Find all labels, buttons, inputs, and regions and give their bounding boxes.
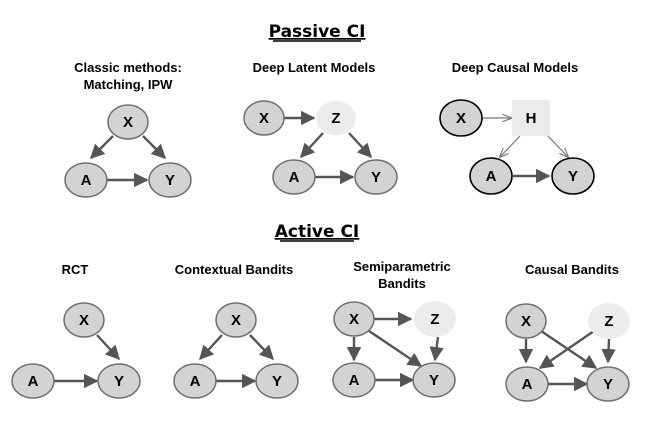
node-x: X: [243, 100, 285, 136]
node-a-label: A: [349, 372, 360, 389]
node-z-latent: Z: [414, 301, 456, 337]
node-y-label: Y: [603, 376, 613, 393]
node-x-label: X: [521, 313, 531, 330]
node-a: A: [505, 366, 549, 402]
panel-title-contextual: Contextual Bandits: [175, 262, 293, 277]
section-title-active: Active CI: [275, 222, 360, 242]
edge-h-a: [500, 135, 521, 157]
node-x: X: [439, 99, 483, 137]
node-a-label: A: [522, 376, 533, 393]
node-h-label: H: [526, 110, 537, 127]
panel-contextual-bandits: Contextual Bandits X A Y: [173, 262, 299, 399]
node-y-label: Y: [568, 168, 578, 185]
panel-title-rct: RCT: [62, 262, 89, 277]
node-x-label: X: [259, 110, 269, 127]
node-x: X: [107, 104, 149, 140]
node-z-label: Z: [430, 311, 439, 328]
node-y: Y: [551, 157, 595, 195]
node-x-label: X: [79, 312, 89, 329]
node-a: A: [64, 162, 108, 198]
node-y: Y: [255, 363, 299, 399]
panel-semiparametric-bandits: Semiparametric Bandits X Z A Y: [332, 259, 456, 398]
panel-title-semiparametric-line2: Bandits: [378, 276, 426, 291]
node-a: A: [332, 362, 376, 398]
panel-title-classic-line1: Classic methods:: [74, 60, 182, 75]
node-h-hidden: H: [512, 100, 550, 136]
edge-x-y: [249, 334, 274, 361]
node-z-label: Z: [331, 110, 340, 127]
node-y-label: Y: [114, 373, 124, 390]
panel-title-deep-latent: Deep Latent Models: [253, 60, 376, 75]
edge-z-y: [348, 132, 372, 159]
panel-title-deep-causal: Deep Causal Models: [452, 60, 578, 75]
node-x: X: [215, 302, 257, 338]
node-z-latent: Z: [588, 303, 630, 339]
node-y: Y: [97, 363, 141, 399]
edge-z-a: [538, 330, 595, 369]
panel-deep-latent-models: Deep Latent Models X Z A Y: [243, 60, 398, 195]
node-x: X: [333, 301, 375, 337]
node-x-label: X: [231, 312, 241, 329]
panel-causal-bandits: Causal Bandits X Z A Y: [505, 262, 630, 402]
section-title-passive: Passive CI: [269, 22, 366, 42]
edge-x-a: [89, 135, 114, 160]
node-a: A: [173, 363, 217, 399]
node-y-label: Y: [371, 169, 381, 186]
node-a: A: [469, 157, 513, 195]
node-z-latent: Z: [316, 101, 356, 135]
node-y: Y: [412, 362, 456, 398]
node-a-label: A: [28, 373, 39, 390]
node-y-label: Y: [429, 372, 439, 389]
node-y-label: Y: [272, 373, 282, 390]
node-y-label: Y: [165, 172, 175, 189]
node-x-label: X: [456, 110, 466, 127]
node-y: Y: [354, 159, 398, 195]
edge-x-y: [96, 334, 120, 361]
node-y: Y: [148, 162, 192, 198]
node-a-label: A: [289, 169, 300, 186]
node-a-label: A: [81, 172, 92, 189]
edge-x-a: [199, 334, 223, 361]
edge-h-y: [547, 135, 568, 157]
edge-z-a: [300, 132, 324, 159]
edge-x-y: [368, 330, 423, 367]
edge-z-y: [429, 336, 444, 362]
node-x-label: X: [123, 114, 133, 131]
panel-classic-methods: Classic methods: Matching, IPW X A Y: [64, 60, 192, 198]
panel-title-semiparametric-line1: Semiparametric: [353, 259, 451, 274]
panel-title-classic-line2: Matching, IPW: [84, 77, 174, 92]
edge-z-y: [601, 338, 616, 364]
node-a-label: A: [486, 168, 497, 185]
panel-rct: RCT X A Y: [11, 262, 141, 399]
node-a-label: A: [190, 373, 201, 390]
node-x-label: X: [349, 311, 359, 328]
node-x: X: [505, 303, 547, 339]
node-a: A: [11, 363, 55, 399]
panel-deep-causal-models: Deep Causal Models X H A Y: [439, 60, 595, 195]
edge-x-y: [142, 135, 167, 160]
node-a: A: [272, 159, 316, 195]
node-y: Y: [586, 366, 630, 402]
node-z-label: Z: [604, 313, 613, 330]
node-x: X: [63, 302, 105, 338]
panel-title-causal-bandits: Causal Bandits: [525, 262, 619, 277]
